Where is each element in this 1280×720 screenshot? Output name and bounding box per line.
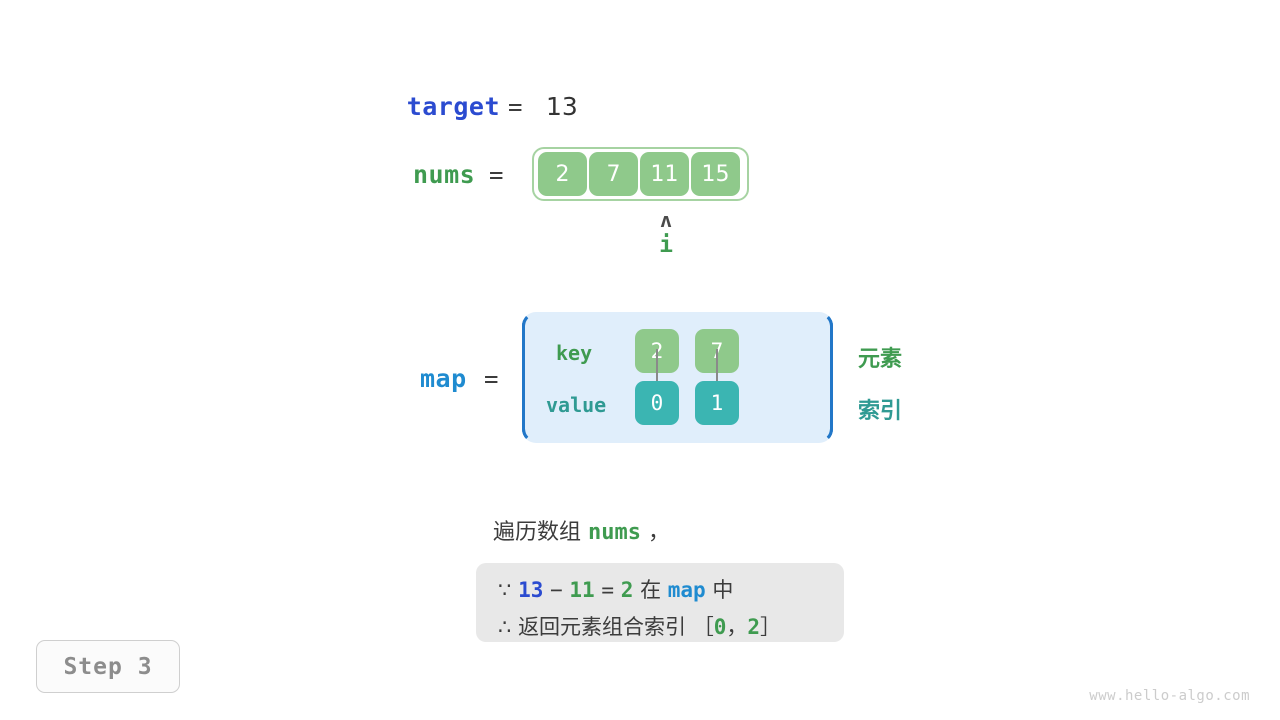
map-variable-label: map (420, 364, 467, 393)
map-value-row-label: value (546, 393, 607, 417)
step-badge: Step 3 (36, 640, 180, 693)
nums-cell: 7 (589, 152, 638, 196)
map-key-row-label: key (556, 341, 593, 365)
nums-cell: 2 (538, 152, 587, 196)
nums-cell: 15 (691, 152, 740, 196)
result-index-0: 0 (713, 615, 727, 639)
equals-operator: = (601, 578, 615, 602)
minus-operator: − (550, 578, 563, 602)
conclusion-mid-text: 在 (640, 578, 662, 602)
target-row: target = 13 (0, 92, 1280, 126)
description-code: nums (588, 520, 641, 545)
nums-cell: 11 (640, 152, 689, 196)
because-symbol-icon: ∵ (498, 578, 512, 602)
description-prefix: 遍历数组 (493, 520, 582, 545)
map-container (522, 312, 833, 443)
conclusion-line-2: ∴ 返回元素组合索引 ［0，2］ (498, 609, 822, 646)
map-value-cell: 0 (635, 381, 679, 425)
nums-variable-label: nums (413, 160, 476, 189)
conclusion-complement-value: 2 (620, 578, 634, 602)
conclusion-result-text: 返回元素组合索引 (518, 615, 687, 639)
map-value-cell: 1 (695, 381, 739, 425)
map-equals-sign: = (484, 365, 499, 393)
conclusion-target-value: 13 (518, 578, 544, 602)
bracket-open: ［ (692, 615, 714, 639)
map-note-index: 索引 (858, 399, 903, 424)
nums-array-container: 2 7 11 15 (532, 147, 749, 201)
conclusion-box: ∵ 13 − 11 = 2 在 map 中 ∴ 返回元素组合索引 ［0，2］ (476, 563, 844, 642)
map-note-element: 元素 (858, 347, 903, 372)
conclusion-current-value: 11 (569, 578, 595, 602)
result-comma: ， (726, 615, 748, 639)
target-equals-sign: = (508, 93, 523, 121)
therefore-symbol-icon: ∴ (498, 615, 512, 639)
pointer-caret-icon: ʌ (659, 208, 673, 232)
result-index-1: 2 (747, 615, 761, 639)
conclusion-line-1: ∵ 13 − 11 = 2 在 map 中 (498, 572, 822, 609)
target-value: 13 (546, 92, 578, 121)
nums-equals-sign: = (489, 161, 504, 189)
description-line: 遍历数组 nums ， (493, 514, 670, 546)
target-variable-label: target (406, 92, 500, 121)
description-suffix: ， (648, 520, 671, 545)
pointer-index-label: i (659, 232, 673, 258)
conclusion-tail-text: 中 (712, 578, 734, 602)
watermark: www.hello-algo.com (1089, 688, 1250, 704)
bracket-close: ］ (760, 615, 782, 639)
conclusion-map-ref: map (667, 578, 706, 602)
